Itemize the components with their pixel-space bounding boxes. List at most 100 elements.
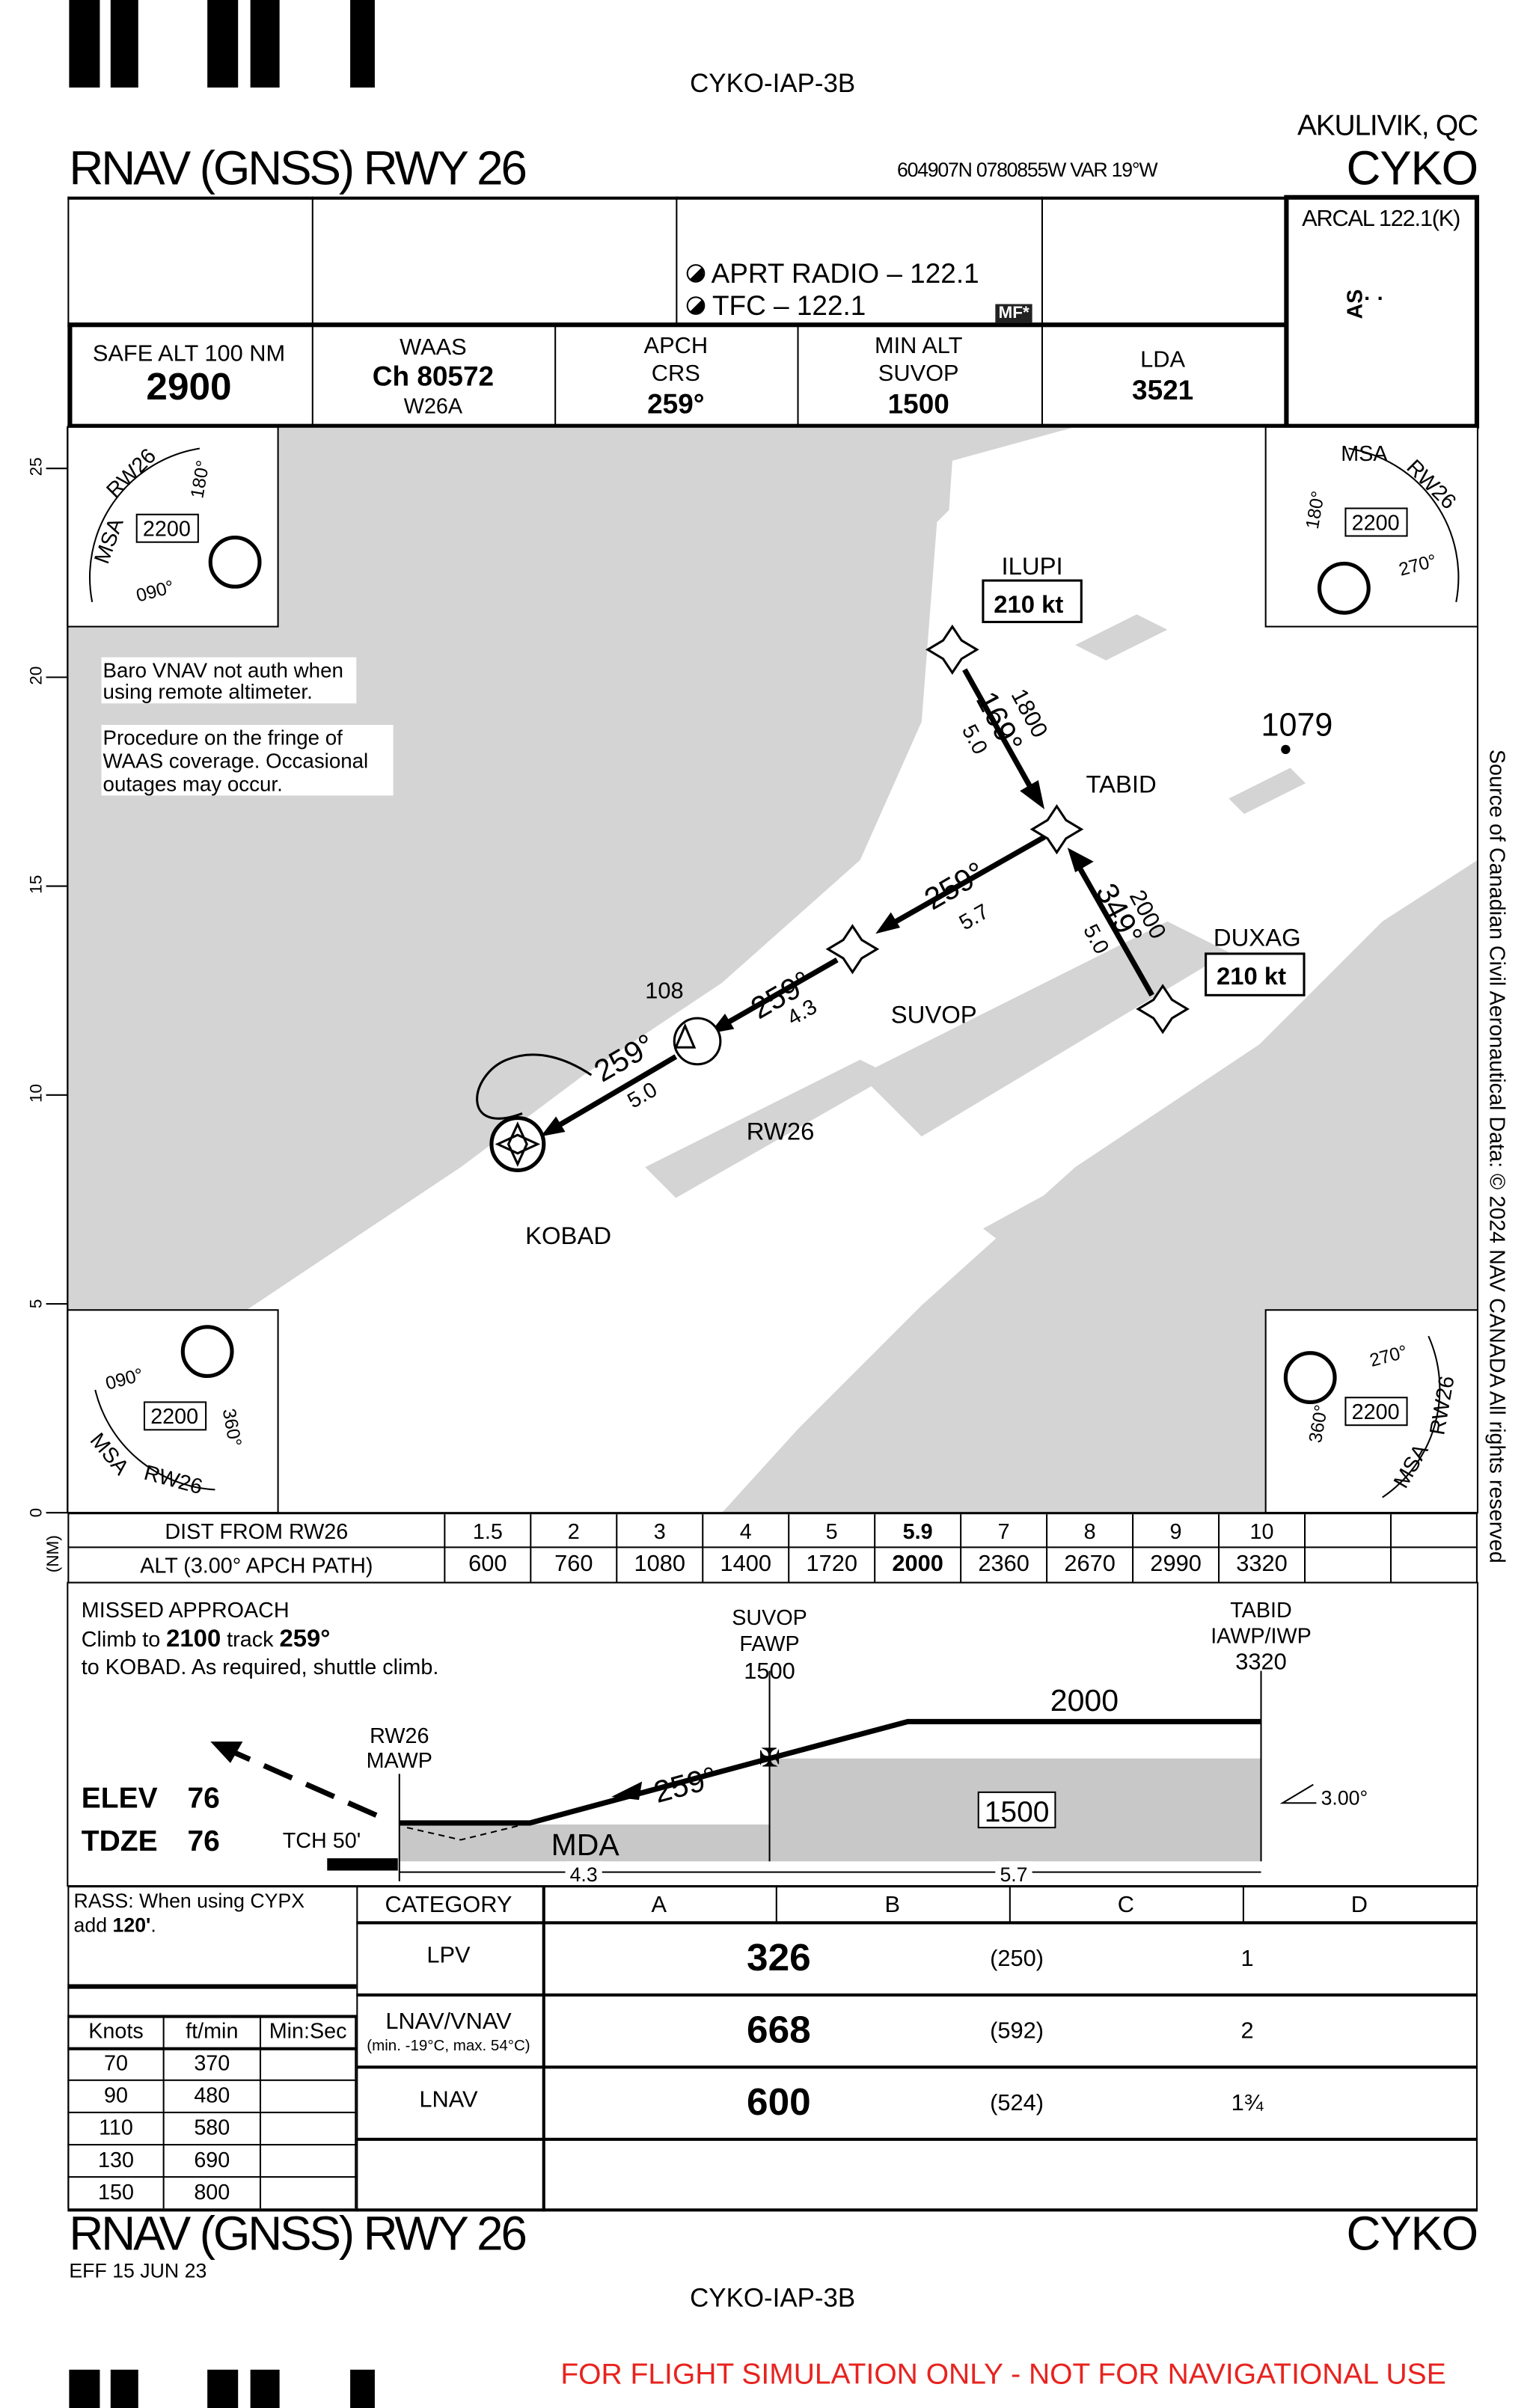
descent-header: Min:Sec (261, 2015, 357, 2047)
descent-cell: 150 (67, 2176, 165, 2209)
tch-label: TCH 50' (283, 1829, 361, 1853)
leg-duxag-tabid (1072, 858, 1154, 997)
height-above-touchdown: (524) (990, 2090, 1044, 2117)
kobad-label: KOBAD (525, 1222, 611, 1249)
fawp-icon: ✠ (759, 1744, 780, 1771)
ilupi-label: ILUPI (1002, 552, 1063, 580)
descent-cell: 800 (165, 2176, 262, 2209)
missed-approach-title: MISSED APPROACH (82, 1599, 290, 1623)
tabid-label: TABID (1086, 770, 1156, 797)
ilupi-waypoint-icon (925, 624, 979, 675)
airport-coords: 604907N 0780855W VAR 19°W (896, 158, 1158, 182)
dist-cell: 7 (961, 1514, 1048, 1548)
mf-badge: MF* (995, 304, 1032, 323)
dist-cell: 9 (1133, 1514, 1220, 1548)
registration-bar (69, 0, 100, 88)
alt-cell (1306, 1548, 1392, 1582)
waypoint-icon (1317, 561, 1371, 615)
suvop-label: SUVOP (891, 1000, 977, 1028)
tdze-label: TDZE (82, 1825, 158, 1857)
iawp-alt: 3320 (1235, 1649, 1286, 1675)
glide-slope-icon (1279, 1783, 1317, 1804)
safe-alt-value: 2900 (146, 365, 232, 409)
fawp-min-alt: 1500 (985, 1796, 1050, 1828)
msa-bottom-right: 2200 MSA RW26 270° 360° (1264, 1309, 1479, 1514)
copyright-note: Source of Canadian Civil Aeronautical Da… (1485, 749, 1511, 1563)
msa-alt: 2200 (150, 1405, 198, 1429)
minima-type: LNAV (419, 2087, 478, 2113)
alt-cell: 760 (531, 1548, 618, 1582)
dist-cell: 5.9 (875, 1514, 962, 1548)
msa-top-right: 2200 MSA RW26 180° 270° (1264, 426, 1479, 628)
aprt-radio-freq: APRT RADIO – 122.1 (711, 257, 979, 289)
profile-view: ✠ MISSED APPROACH Climb to 2100 track 25… (67, 1581, 1479, 1887)
descent-cell (261, 2047, 357, 2080)
final-course: 259° (650, 1760, 720, 1810)
radio-icon (686, 296, 706, 315)
registration-bar (110, 0, 138, 88)
registration-bar (207, 0, 239, 88)
elev-value: 76 (187, 1782, 219, 1814)
category-c: C (1117, 1892, 1134, 1919)
mawp-label: MAWP (367, 1749, 432, 1773)
plan-view: 25 20 15 10 5 0 (NM) Baro VNAV not auth … (26, 426, 1479, 1572)
dist-cell: 4 (703, 1514, 790, 1548)
apch-crs-label: APCH (643, 333, 709, 360)
descent-cell (261, 2079, 357, 2112)
scale-label: 25 (26, 457, 45, 476)
dist-cell: 8 (1047, 1514, 1134, 1548)
descent-cell: 480 (165, 2079, 262, 2112)
footer-title: RNAV (GNSS) RWY 26 (69, 2207, 527, 2261)
dist-cell: 5 (789, 1514, 876, 1548)
height-above-touchdown: (592) (990, 2018, 1044, 2044)
min-alt-label: MIN ALT (874, 333, 963, 360)
iawp-label: IAWP/IWP (1211, 1625, 1312, 1649)
visibility: 1 (1240, 1946, 1254, 1973)
waypoint-icon (180, 1325, 234, 1379)
missed-approach-path (229, 1748, 378, 1818)
holding-pattern (476, 1053, 593, 1120)
suvop-label: SUVOP (732, 1606, 807, 1630)
leg-tabid-suvop (886, 834, 1046, 929)
lda-label: LDA (1140, 346, 1186, 373)
alt-cell: 1400 (703, 1548, 790, 1582)
waypoint-icon (208, 535, 262, 589)
decision-altitude: 668 (747, 2009, 811, 2052)
scale-label: 15 (26, 875, 45, 894)
descent-header: Knots (67, 2015, 165, 2047)
dist-cell: 10 (1220, 1514, 1306, 1548)
fawp-label: FAWP (739, 1632, 799, 1656)
apch-crs-value: 259° (647, 388, 705, 420)
tabid-label: TABID (1230, 1599, 1292, 1623)
tfc-freq: TFC – 122.1 (712, 290, 866, 322)
waas-label: WAAS (400, 334, 467, 361)
segment-distance: 4.3 (570, 1863, 598, 1886)
decision-altitude: 326 (747, 1936, 811, 1980)
category-a: A (651, 1892, 667, 1919)
scale-label: 10 (26, 1084, 45, 1103)
mda-label: MDA (551, 1828, 620, 1862)
alt-cell: 1080 (617, 1548, 704, 1582)
missed-approach-fix: to KOBAD. As required, shuttle climb. (82, 1655, 439, 1679)
dist-cell: 2 (531, 1514, 618, 1548)
note-line: using remote altimeter. (103, 680, 313, 703)
mda-area (399, 1824, 770, 1862)
segment-distance: 5.7 (1000, 1863, 1027, 1886)
min-alt-fix: SUVOP (878, 361, 959, 387)
spot-height: 1079 (1261, 707, 1333, 743)
alt-cell (1392, 1548, 1478, 1582)
tabid-waypoint-icon (1029, 804, 1084, 855)
obstacle-icon (673, 1023, 697, 1049)
note-line: outages may occur. (103, 772, 283, 795)
comm-frequencies: APRT RADIO – 122.1 TFC – 122.1 (686, 257, 979, 322)
alt-label: ALT (3.00° APCH PATH) (69, 1548, 446, 1582)
spot-height-icon (1281, 744, 1291, 755)
msa-bottom-left: 2200 MSA RW26 090° 360° (67, 1309, 279, 1514)
descent-cell (261, 2143, 357, 2177)
min-alt-value: 1500 (887, 388, 949, 420)
waas-channel: Ch 80572 (372, 361, 495, 392)
airport-id: CYKO (1346, 141, 1479, 195)
effective-date: EFF 15 JUN 23 (69, 2258, 207, 2282)
note-line: Procedure on the fringe of (103, 726, 343, 750)
